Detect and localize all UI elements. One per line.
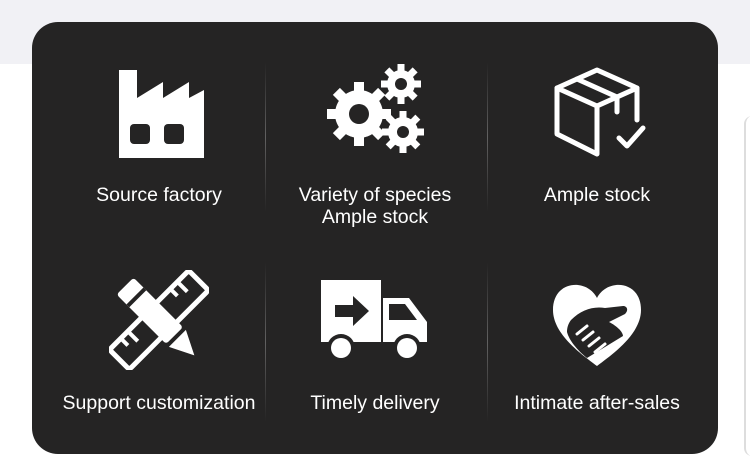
feature-label: Ample stock — [543, 184, 651, 206]
column-divider — [265, 62, 266, 212]
feature-timely-delivery: Timely delivery — [261, 230, 489, 430]
feature-label: Ample stock — [321, 206, 429, 228]
feature-label: Intimate after-sales — [514, 392, 680, 414]
feature-label: Source factory — [96, 184, 222, 206]
column-divider — [265, 262, 266, 422]
box-check-icon — [547, 62, 647, 162]
heart-handshake-icon — [547, 270, 647, 370]
factory-icon — [109, 62, 209, 162]
column-divider — [487, 62, 488, 212]
gears-icon — [325, 62, 425, 162]
feature-variety-of-species: Variety of species Ample stock — [261, 22, 489, 228]
feature-label: Timely delivery — [310, 392, 440, 414]
feature-intimate-after-sales: Intimate after-sales — [483, 230, 711, 430]
pencil-ruler-icon — [109, 270, 209, 370]
feature-source-factory: Source factory — [45, 22, 273, 222]
feature-support-customization: Support customization — [45, 230, 273, 430]
column-divider — [487, 262, 488, 422]
features-panel: Source factory — [32, 22, 718, 454]
delivery-truck-icon — [317, 270, 433, 370]
feature-ample-stock: Ample stock — [483, 22, 711, 222]
feature-label: Variety of species — [298, 184, 452, 206]
adjacent-card-edge — [744, 116, 750, 456]
feature-label: Support customization — [62, 392, 256, 414]
